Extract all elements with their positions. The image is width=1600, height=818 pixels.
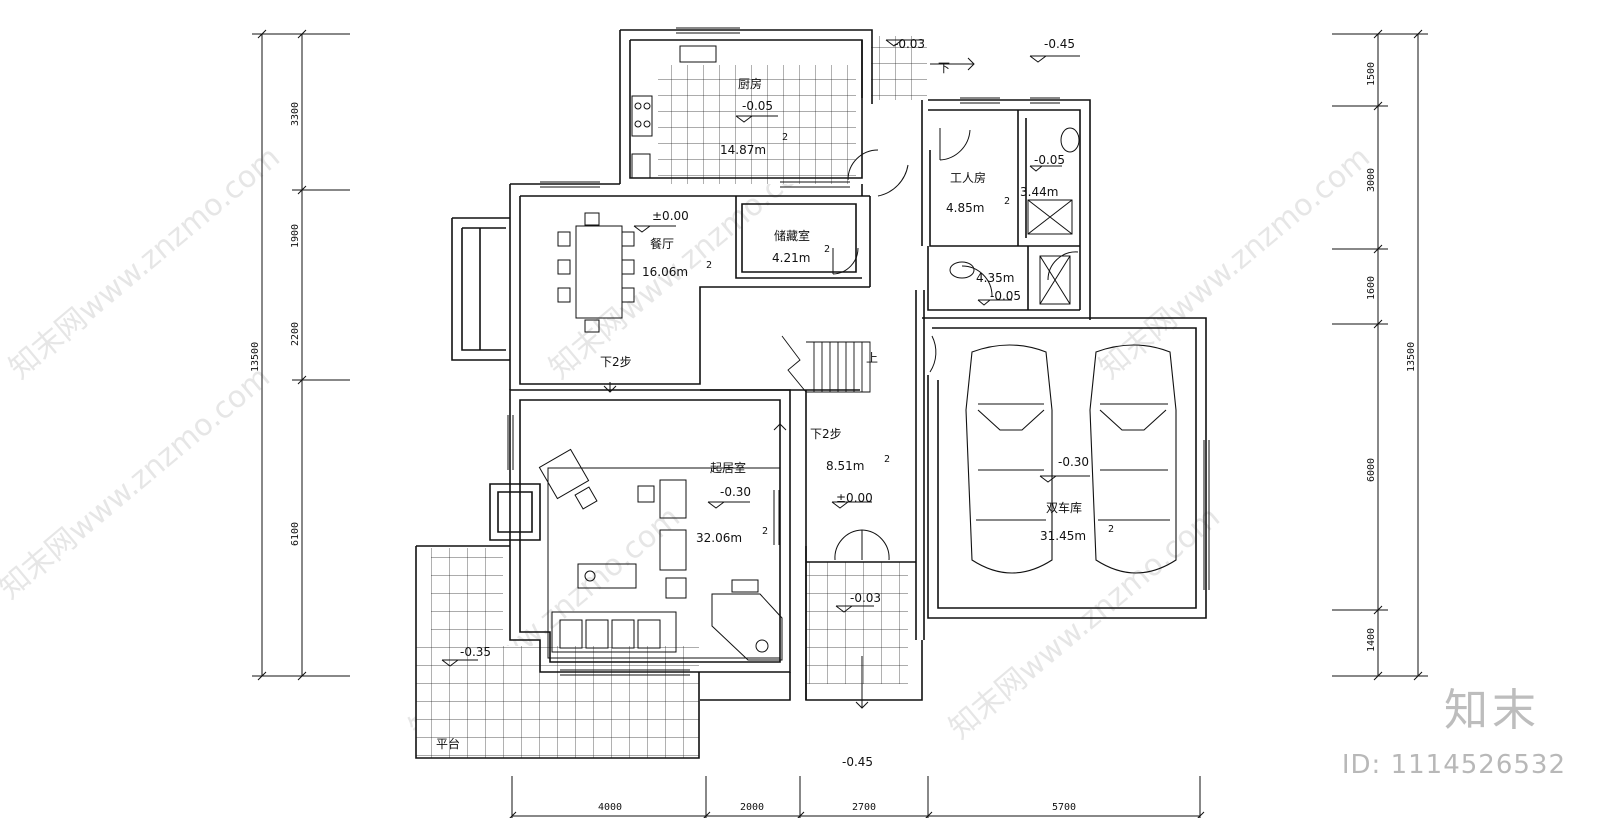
terrace-name: 平台 — [436, 736, 460, 751]
dimension-lines — [252, 29, 1428, 818]
right-dim-4: 6000 — [1366, 458, 1377, 482]
left-dim-1: 3300 — [290, 102, 301, 126]
staircase — [781, 335, 871, 393]
dining-level: ±0.00 — [652, 209, 689, 223]
area-unit-dining: 2 — [706, 260, 712, 271]
kitchen-area: 14.87m — [720, 143, 766, 157]
watermark-text-3: 知末网www.znzmo.com — [1093, 140, 1377, 386]
plan-notes: 下2步 下2步 上 下 -0.03 -0.45 -0.45 2 2 2 2 2 … — [600, 37, 1114, 769]
kitchen-level: -0.05 — [742, 99, 773, 113]
living-furniture — [538, 448, 783, 661]
doors — [832, 128, 1079, 561]
dining-area: 16.06m — [642, 265, 688, 279]
top-step-tiles — [871, 36, 927, 100]
living-level: -0.30 — [720, 485, 751, 499]
right-dim-2: 3000 — [1366, 168, 1377, 192]
walls — [415, 29, 1207, 759]
room-labels: 厨房 -0.05 14.87m ±0.00 餐厅 16.06m 储藏室 4.21… — [436, 76, 1089, 751]
top-level: -0.03 — [894, 37, 925, 51]
living-area: 32.06m — [696, 531, 742, 545]
left-dim-3: 2200 — [290, 322, 301, 346]
garage-area: 31.45m — [1040, 529, 1086, 543]
kitchen-tiles — [658, 65, 856, 184]
bath-fixtures — [949, 127, 1080, 305]
step-down-note-1: 下2步 — [600, 355, 632, 369]
bottom-dim-2: 2000 — [740, 802, 764, 813]
top-right-level: -0.45 — [1044, 37, 1075, 51]
area-unit-living: 2 — [762, 526, 768, 537]
right-dim-3: 1600 — [1366, 276, 1377, 300]
level-markers — [441, 39, 1090, 709]
living-name: 起居室 — [710, 460, 746, 475]
worker-room-area: 4.85m — [946, 201, 984, 215]
step-down-note-2: 下2步 — [810, 427, 842, 441]
brand-logo: 知末 — [1444, 685, 1540, 736]
hall-level: ±0.00 — [836, 491, 873, 505]
bath1-level: -0.05 — [1034, 153, 1065, 167]
left-dim-4: 6100 — [290, 522, 301, 546]
storage-area: 4.21m — [772, 251, 810, 265]
right-dim-1: 1500 — [1366, 62, 1377, 86]
garage-level: -0.30 — [1058, 455, 1089, 469]
bath2-level: -0.05 — [990, 289, 1021, 303]
area-unit-storage: 2 — [824, 244, 830, 255]
bath1-area: 3.44m — [1020, 185, 1058, 199]
kitchen-name: 厨房 — [738, 76, 762, 91]
area-unit-garage: 2 — [1108, 524, 1114, 535]
garage-name: 双车库 — [1046, 500, 1082, 515]
windows — [507, 27, 1210, 676]
terrace-tiles-left — [431, 548, 503, 646]
left-dim-2: 1900 — [290, 224, 301, 248]
hall-area: 8.51m — [826, 459, 864, 473]
entry-level: -0.03 — [850, 591, 881, 605]
tiled-areas — [416, 36, 927, 758]
bottom-dim-1: 4000 — [598, 802, 622, 813]
left-dim-total: 13500 — [250, 342, 261, 372]
area-unit-kitchen: 2 — [782, 132, 788, 143]
stair-up-note: 上 — [866, 351, 878, 365]
image-id: ID: 1114526532 — [1341, 750, 1566, 780]
watermark-text-4: 知末网www.znzmo.com — [0, 360, 277, 606]
right-dim-total: 13500 — [1406, 342, 1417, 372]
bottom-dim-3: 2700 — [852, 802, 876, 813]
bottom-dim-4: 5700 — [1052, 802, 1076, 813]
dimension-labels: 3300 1900 2200 6100 13500 1500 3000 1600… — [250, 62, 1417, 813]
garage-cars — [965, 344, 1177, 574]
storage-name: 储藏室 — [774, 228, 810, 243]
kitchen-fixtures — [631, 45, 717, 179]
down-note: 下 — [938, 61, 950, 75]
bath2-area: 4.35m — [976, 271, 1014, 285]
dining-name: 餐厅 — [650, 236, 674, 251]
area-unit-worker: 2 — [1004, 196, 1010, 207]
area-unit-hall: 2 — [884, 454, 890, 465]
terrace-level: -0.35 — [460, 645, 491, 659]
right-dim-5: 1400 — [1366, 628, 1377, 652]
watermark-text-1: 知末网www.znzmo.com — [3, 140, 287, 386]
worker-room-name: 工人房 — [950, 170, 986, 185]
dining-table — [557, 212, 635, 333]
entry-tiles — [806, 562, 908, 684]
terrace-tiles-bottom — [416, 646, 699, 758]
bottom-level: -0.45 — [842, 755, 873, 769]
